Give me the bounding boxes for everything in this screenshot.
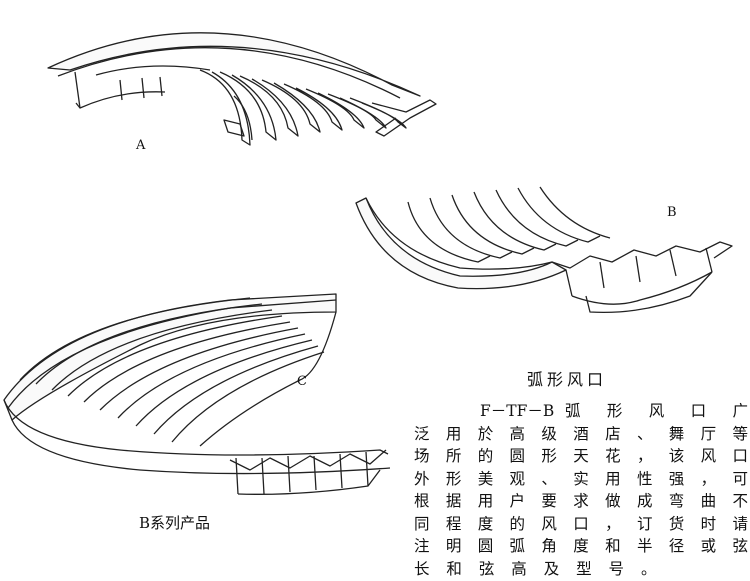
figure-b-label: B — [667, 205, 677, 220]
figure-c-arc — [3, 293, 391, 495]
figure-c-label: C — [297, 374, 307, 389]
product-title: 弧形风口 — [527, 370, 608, 389]
product-description: F－TF－B弧 形 风 口 广 泛 用 於 高 级 酒 店 、 舞 厅 等 场 … — [414, 400, 748, 580]
figure-a-label: A — [136, 138, 146, 153]
series-caption: B系列产品 — [139, 514, 211, 532]
description-line: 外 形 美 观 、 实 用 性 强 ， 可 — [414, 469, 748, 488]
figure-a-arch — [47, 32, 437, 146]
description-line: 泛 用 於 高 级 酒 店 、 舞 厅 等 — [414, 424, 748, 443]
description-line: 同 程 度 的 风 口 ， 订 货 时 请 — [414, 514, 748, 533]
description-line: 注 明 圆 弧 角 度 和 半 径 或 弦 — [414, 537, 748, 555]
description-line: 根 据 用 户 要 求 做 成 弯 曲 不 — [414, 492, 748, 510]
description-line: 场 所 的 圆 形 天 花 ， 该 风 口 — [414, 447, 748, 465]
description-line: 长 和 弦 高 及 型 号 。 — [414, 559, 663, 578]
figure-b-trough — [355, 186, 733, 314]
description-line: F－TF－B弧 形 风 口 广 — [480, 402, 748, 420]
